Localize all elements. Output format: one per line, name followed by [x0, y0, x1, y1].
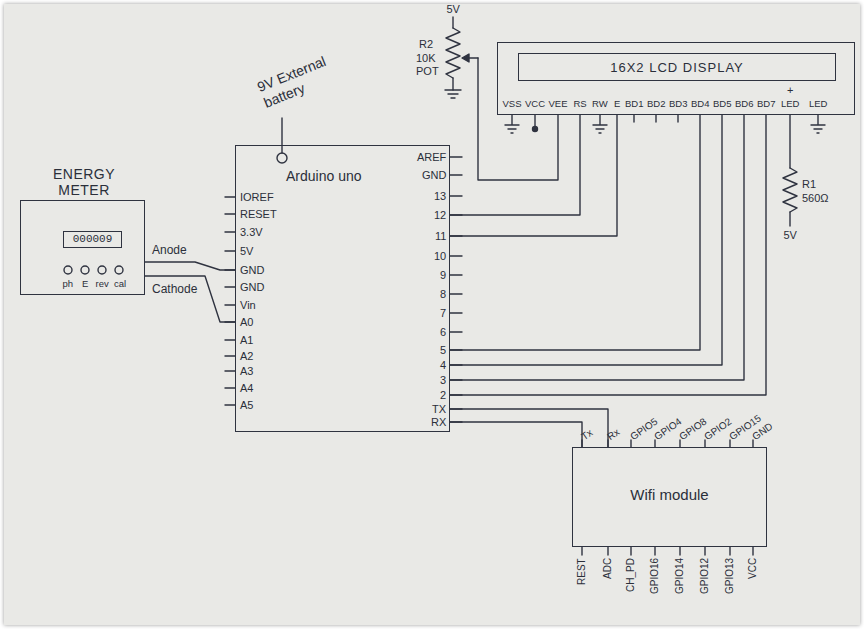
supply-label: 5V: [784, 229, 797, 242]
pin-name: 7: [440, 306, 446, 320]
pin-name: A3: [240, 364, 253, 378]
terminal-name: rev: [96, 278, 109, 289]
terminal-name: cal: [114, 278, 126, 289]
pin-name: 10: [434, 249, 446, 263]
pin-name: LED: [809, 98, 827, 109]
pin-name: VEE: [549, 98, 568, 109]
pin-name: REST: [576, 558, 588, 585]
pin-name: ADC: [602, 558, 614, 579]
pin-name: 13: [434, 189, 446, 203]
part-value: 560Ω: [802, 192, 829, 205]
pin-name: A0: [240, 315, 253, 329]
pin-name: GND: [422, 168, 446, 182]
pin-name: E: [614, 98, 620, 109]
part-name: R1: [802, 178, 816, 191]
pin-name: BD1: [625, 98, 643, 109]
arduino-board: Arduino uno: [235, 145, 450, 432]
wire: [450, 115, 744, 380]
wire-label: Anode: [150, 243, 189, 257]
pin-name: LED: [781, 98, 799, 109]
pin-name: BD3: [669, 98, 687, 109]
pin-name: 9: [440, 268, 446, 282]
pin-name: VCC: [525, 98, 545, 109]
wire: [145, 262, 235, 270]
wifi-module: Wifi module: [572, 447, 767, 547]
wire: [145, 276, 235, 322]
pin-name: RX: [431, 415, 446, 429]
pin-name: VSS: [503, 98, 522, 109]
pin-name: 3: [440, 373, 446, 387]
pin-name: 8: [440, 287, 446, 301]
wire: [450, 115, 722, 365]
meter-title: ENERGY METER: [48, 166, 120, 198]
wire: [450, 409, 608, 447]
pin-name: 11: [435, 229, 446, 243]
pin-name: A4: [240, 381, 253, 395]
pin-name: RESET: [240, 207, 277, 221]
pin-name: BD2: [647, 98, 665, 109]
pin-name: GPIO14: [674, 558, 686, 594]
board-name: Arduino uno: [286, 168, 362, 185]
pin-name: CH_PD: [625, 558, 637, 592]
pin-name: 5: [440, 343, 446, 357]
battery-lead: [277, 118, 287, 163]
potentiometer-symbol: [445, 17, 478, 98]
pin-name: 6: [440, 325, 446, 339]
polarity-mark: +: [787, 84, 793, 97]
part-name: POT: [416, 65, 439, 78]
supply-label: 5V: [447, 3, 460, 16]
pin-name: TX: [432, 402, 446, 416]
wire: [450, 115, 766, 395]
wire: [450, 422, 582, 447]
pin-name: A2: [240, 349, 253, 363]
pin-name: GPIO12: [699, 558, 711, 594]
pin-name: BD4: [691, 98, 709, 109]
wire: [450, 115, 580, 215]
pin-name: VCC: [747, 558, 759, 579]
pin-name: 12: [434, 208, 446, 222]
meter-display: 000009: [63, 231, 122, 248]
pin-name: 3.3V: [240, 225, 263, 239]
module-name: Wifi module: [573, 486, 766, 504]
pin-name: 2: [440, 388, 446, 402]
meter-terminals: [64, 266, 123, 274]
wire: [450, 115, 617, 236]
resistor-symbol: [783, 115, 797, 226]
pin-name: BD7: [757, 98, 775, 109]
part-value: 10K: [416, 52, 436, 65]
arduino-pin-ticks: [225, 157, 462, 422]
pin-name: BD6: [735, 98, 753, 109]
paper-background: [4, 4, 860, 625]
pin-name: GPIO16: [649, 558, 661, 594]
pin-name: 4: [440, 358, 446, 372]
pin-name: A1: [240, 333, 253, 347]
pin-name: AREF: [417, 150, 446, 164]
lcd-pin-ticks: [505, 115, 825, 133]
lcd-screen: 16X2 LCD DISPLAY: [518, 53, 836, 81]
pin-name: Vin: [240, 298, 256, 312]
wire: [450, 115, 700, 350]
wire-label: Cathode: [150, 282, 199, 296]
meter-reading: 000009: [64, 232, 121, 246]
pin-name: GND: [240, 280, 264, 294]
terminal-name: ph: [63, 278, 74, 289]
part-name: R2: [419, 38, 433, 51]
pin-name: A5: [240, 398, 253, 412]
terminal-name: E: [82, 278, 88, 289]
pin-name: GPIO13: [724, 558, 736, 594]
pin-name: 5V: [240, 244, 253, 258]
pin-name: BD5: [713, 98, 731, 109]
pin-name: RW: [592, 98, 608, 109]
pin-name: GND: [240, 263, 264, 277]
pin-name: IOREF: [240, 190, 274, 204]
pin-name: RS: [574, 98, 587, 109]
